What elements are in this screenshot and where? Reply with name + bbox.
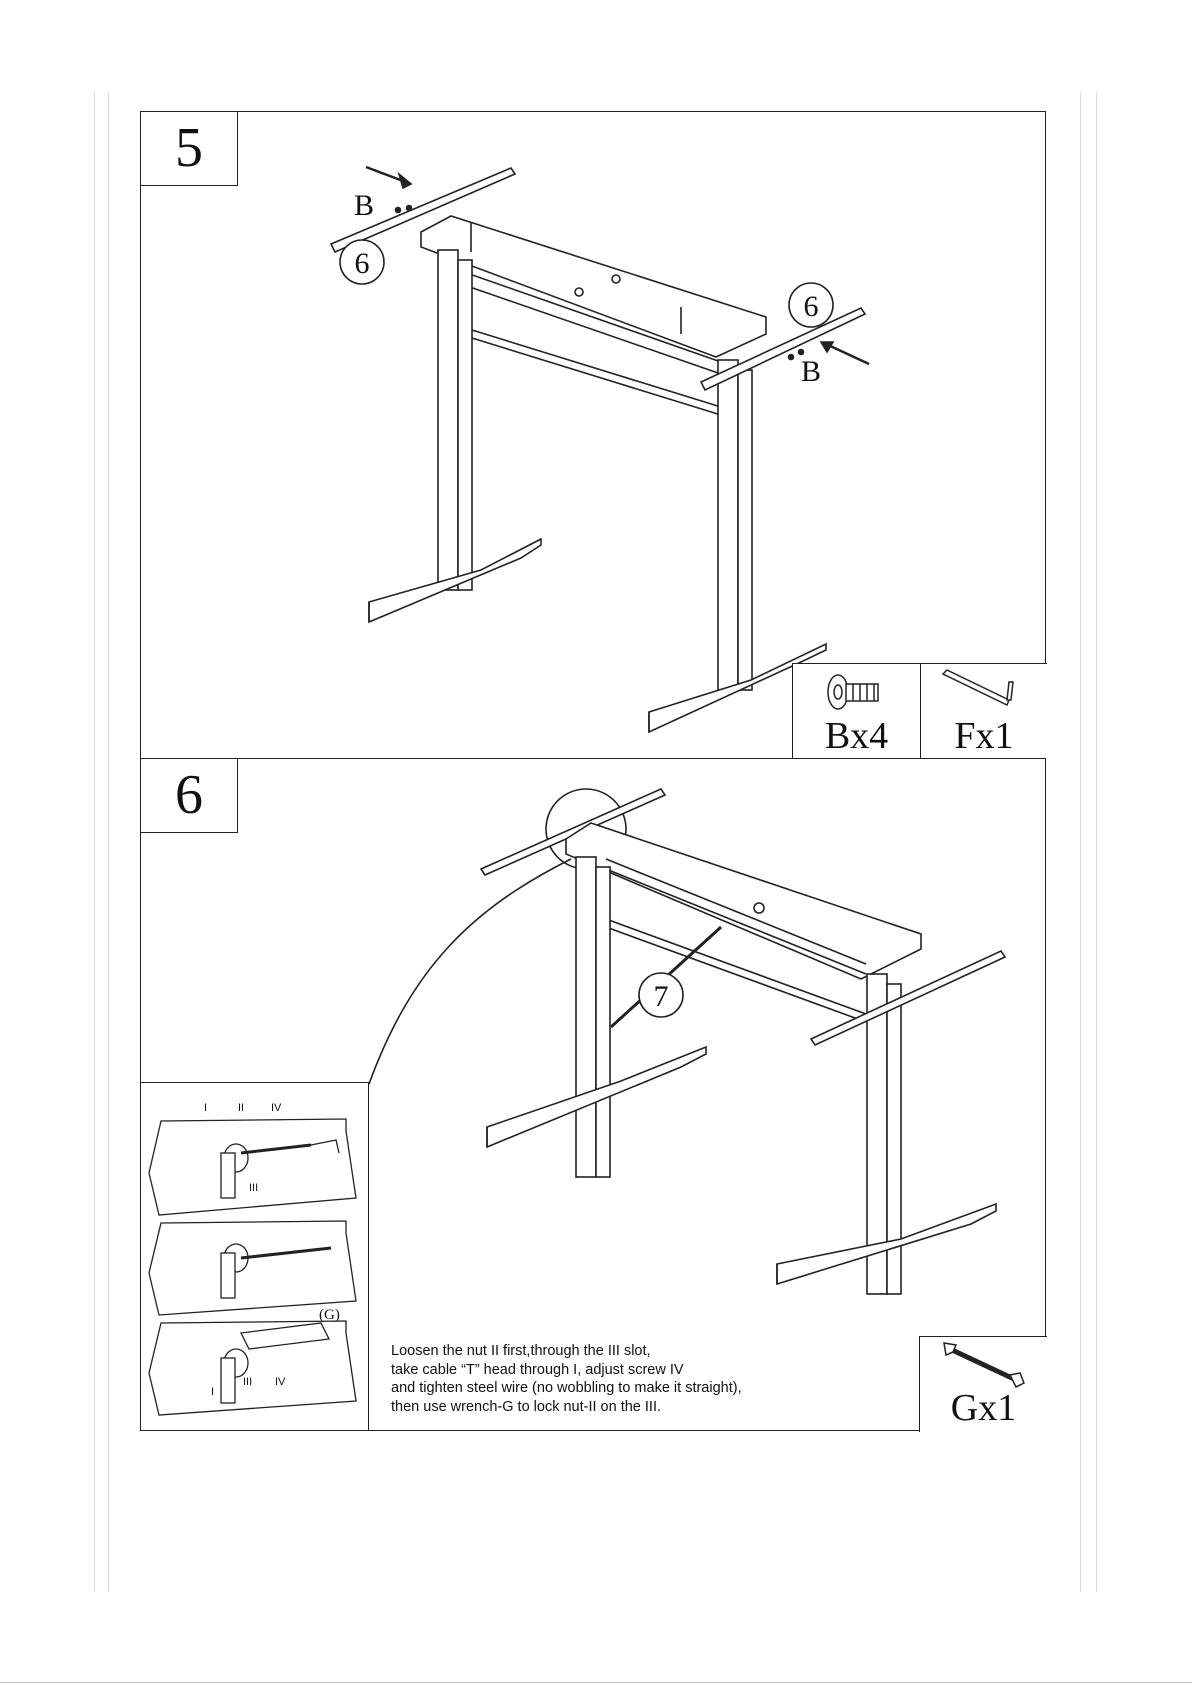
instruction-line: take cable “T” head through I, adjust sc… [391, 1361, 811, 1380]
page-bottom-border [0, 1682, 1192, 1683]
cable-adjustment-detail: I II IV III (G) I III IV [141, 1083, 369, 1431]
instruction-line: Loosen the nut II first,through the III … [391, 1342, 811, 1361]
inset-label-ii: II [238, 1102, 244, 1114]
callout-7: 7 [654, 980, 669, 1013]
part-label-bolt: Bx4 [793, 714, 920, 758]
inset-label-iv: IV [271, 1102, 282, 1114]
page-margin-left-inner [108, 92, 109, 1592]
instruction-line: and tighten steel wire (no wobbling to m… [391, 1379, 811, 1398]
part-box-allen-key: Fx1 [920, 663, 1047, 760]
part-box-bolt: Bx4 [792, 663, 920, 760]
screw-label-left: B [354, 189, 374, 222]
inset-label-i-bottom: I [211, 1386, 214, 1398]
inset-label-iii: III [249, 1182, 258, 1194]
step-6-panel: 6 [140, 758, 1046, 1431]
page-margin-right-inner [1080, 92, 1081, 1592]
inset-label-g: (G) [319, 1307, 340, 1323]
page-margin-right [1096, 92, 1097, 1592]
part-label-wrench: Gx1 [920, 1386, 1047, 1430]
page-margin-left [94, 92, 95, 1592]
callout-6-left: 6 [355, 247, 370, 280]
step-5-panel: 5 [140, 111, 1046, 759]
inset-label-i: I [204, 1102, 207, 1114]
inset-label-iii-bottom: III [243, 1376, 252, 1388]
cable-instructions: Loosen the nut II first,through the III … [391, 1342, 811, 1416]
part-box-wrench: Gx1 [919, 1336, 1047, 1432]
inset-label-iv-bottom: IV [275, 1376, 286, 1388]
screw-label-right: B [801, 355, 821, 388]
instruction-line: then use wrench-G to lock nut-II on the … [391, 1398, 811, 1417]
part-label-allen-key: Fx1 [921, 714, 1047, 758]
cable-detail-inset: I II IV III (G) I III IV [141, 1082, 369, 1430]
callout-6-right: 6 [804, 290, 819, 323]
